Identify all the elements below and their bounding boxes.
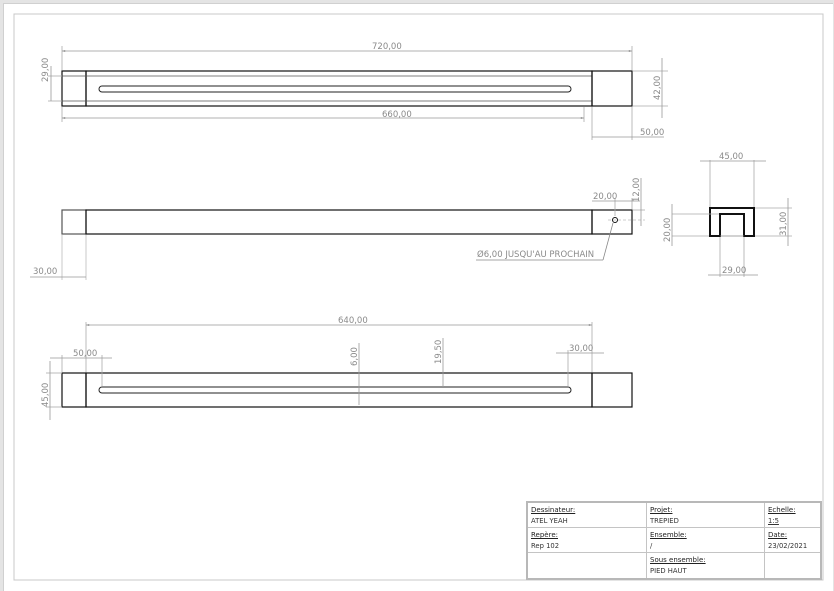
side-view: 20,00 12,00 Ø6,00 JUSQU'AU PROCHAIN 30,0…	[30, 178, 645, 280]
dim-45: 45,00	[719, 152, 743, 162]
date-cell: Date: 23/02/2021	[765, 528, 820, 553]
dim-12: 12,00	[632, 178, 642, 202]
dim-19-5: 19,50	[434, 340, 444, 364]
hole-note: Ø6,00 JUSQU'AU PROCHAIN	[477, 249, 594, 260]
date-value: 23/02/2021	[768, 542, 808, 550]
dim-720: 720,00	[372, 42, 402, 52]
dim-6: 6,00	[350, 347, 360, 366]
projet-cell: Projet: TREPIED	[647, 503, 765, 528]
date-label: Date:	[768, 531, 788, 539]
bottom-view: 640,00 50,00 30,00 45,00 6,00 19,50	[41, 316, 633, 420]
dim-31: 31,00	[779, 212, 789, 236]
projet-value: TREPIED	[650, 517, 679, 525]
dim-42: 42,00	[653, 76, 663, 100]
dessinateur-cell: Dessinateur: ATEL YEAH	[528, 503, 647, 528]
projection-cell	[528, 553, 647, 578]
sous-ensemble-cell: Sous ensemble: PIED HAUT	[647, 553, 765, 578]
dim-45-bottom: 45,00	[41, 383, 51, 407]
dim-660: 660,00	[382, 110, 412, 120]
echelle-value: 1:5	[768, 517, 779, 525]
section-view: 45,00 29,00 31,00 20,00	[663, 152, 792, 277]
dim-20-section: 20,00	[663, 218, 673, 242]
dim-640: 640,00	[338, 316, 368, 326]
dim-29: 29,00	[41, 58, 51, 82]
dim-50: 50,00	[640, 128, 664, 138]
top-view: 720,00 660,00 29,00 42,00 50,00	[41, 42, 668, 140]
title-block: Dessinateur: ATEL YEAH Projet: TREPIED E…	[526, 501, 822, 580]
echelle-label: Echelle:	[768, 506, 796, 514]
dessinateur-value: ATEL YEAH	[531, 517, 568, 525]
echelle-cell: Echelle: 1:5	[765, 503, 820, 528]
repere-cell: Repère: Rep 102	[528, 528, 647, 553]
repere-value: Rep 102	[531, 542, 560, 550]
dim-50-bottom: 50,00	[73, 349, 97, 359]
sous-ensemble-label: Sous ensemble:	[650, 556, 706, 564]
sous-ensemble-value: PIED HAUT	[650, 567, 687, 575]
dim-30-side: 30,00	[33, 267, 57, 277]
empty-cell	[765, 553, 820, 578]
dim-30-bottom: 30,00	[569, 344, 593, 354]
dessinateur-label: Dessinateur:	[531, 506, 576, 514]
dim-20: 20,00	[593, 192, 617, 202]
ensemble-value: /	[650, 542, 653, 550]
ensemble-label: Ensemble:	[650, 531, 687, 539]
projet-label: Projet:	[650, 506, 673, 514]
ensemble-cell: Ensemble: /	[647, 528, 765, 553]
dim-29-section: 29,00	[722, 266, 746, 276]
repere-label: Repère:	[531, 531, 558, 539]
